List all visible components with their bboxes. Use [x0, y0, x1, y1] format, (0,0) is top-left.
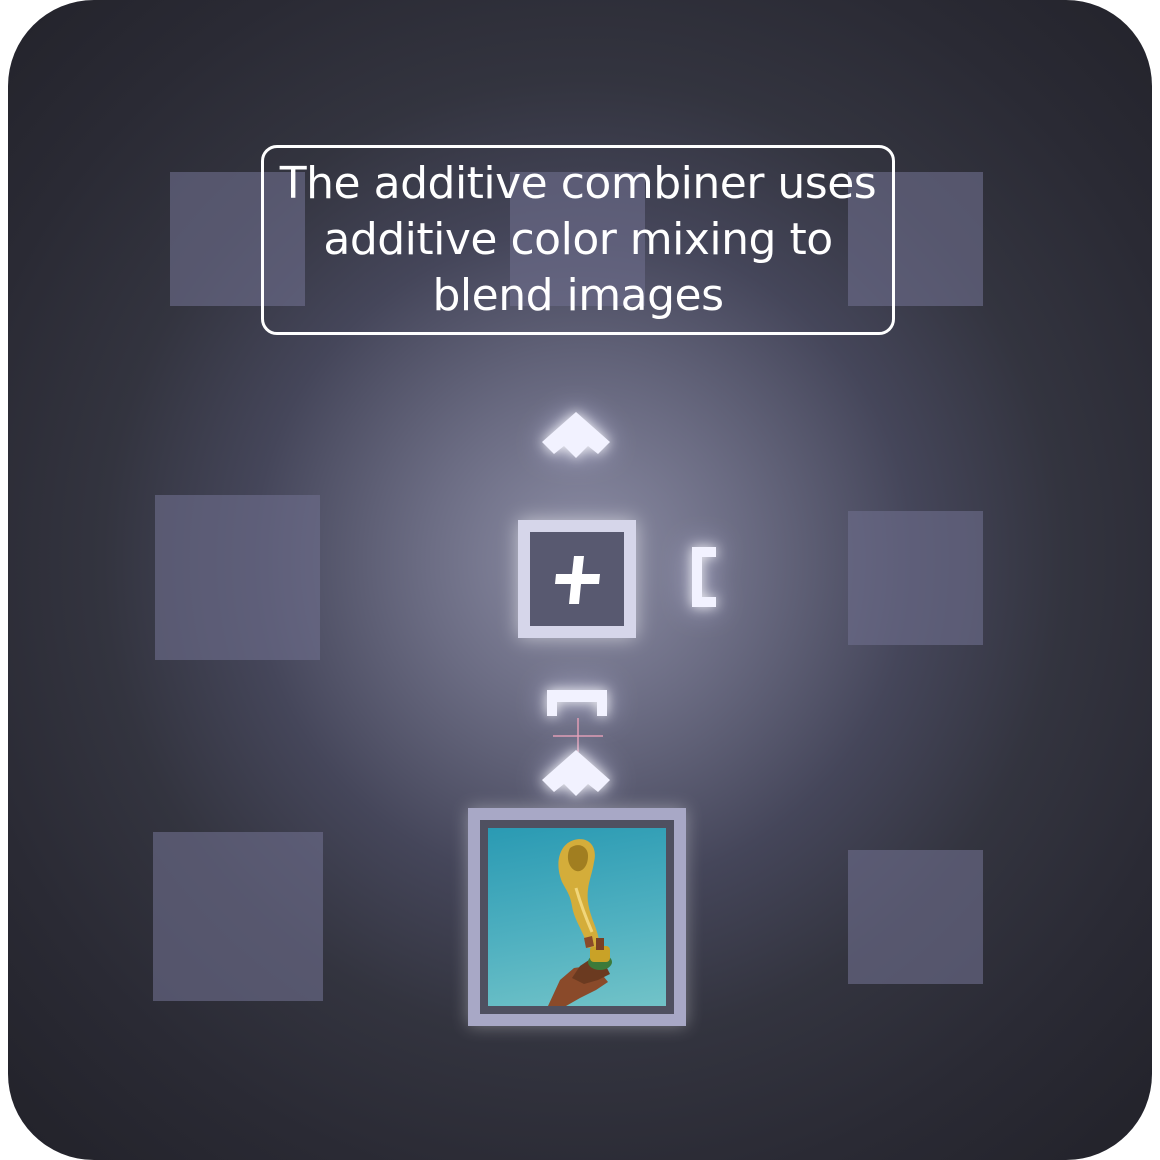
trophy-icon [548, 839, 612, 1006]
bracket-top-icon[interactable] [545, 688, 609, 720]
bracket-right-icon[interactable] [688, 545, 720, 609]
empty-slot[interactable] [848, 172, 983, 306]
game-board: The additive combiner uses additive colo… [8, 0, 1152, 1160]
empty-slot[interactable] [153, 832, 323, 1001]
empty-slot[interactable] [510, 172, 645, 306]
image-source-inner [480, 820, 674, 1014]
empty-slot[interactable] [170, 172, 305, 306]
chevron-up-icon[interactable] [538, 748, 614, 800]
crosshair-icon [553, 718, 603, 752]
empty-slot[interactable] [848, 511, 983, 645]
additive-combiner[interactable] [518, 520, 636, 638]
tutorial-tooltip: The additive combiner uses additive colo… [261, 145, 895, 335]
empty-slot[interactable] [848, 850, 983, 984]
empty-slot[interactable] [155, 495, 320, 660]
tooltip-text: The additive combiner uses additive colo… [279, 158, 877, 321]
image-source[interactable] [468, 808, 686, 1026]
plus-icon [555, 556, 600, 604]
trophy-image [488, 828, 666, 1006]
chevron-up-icon[interactable] [538, 410, 614, 462]
